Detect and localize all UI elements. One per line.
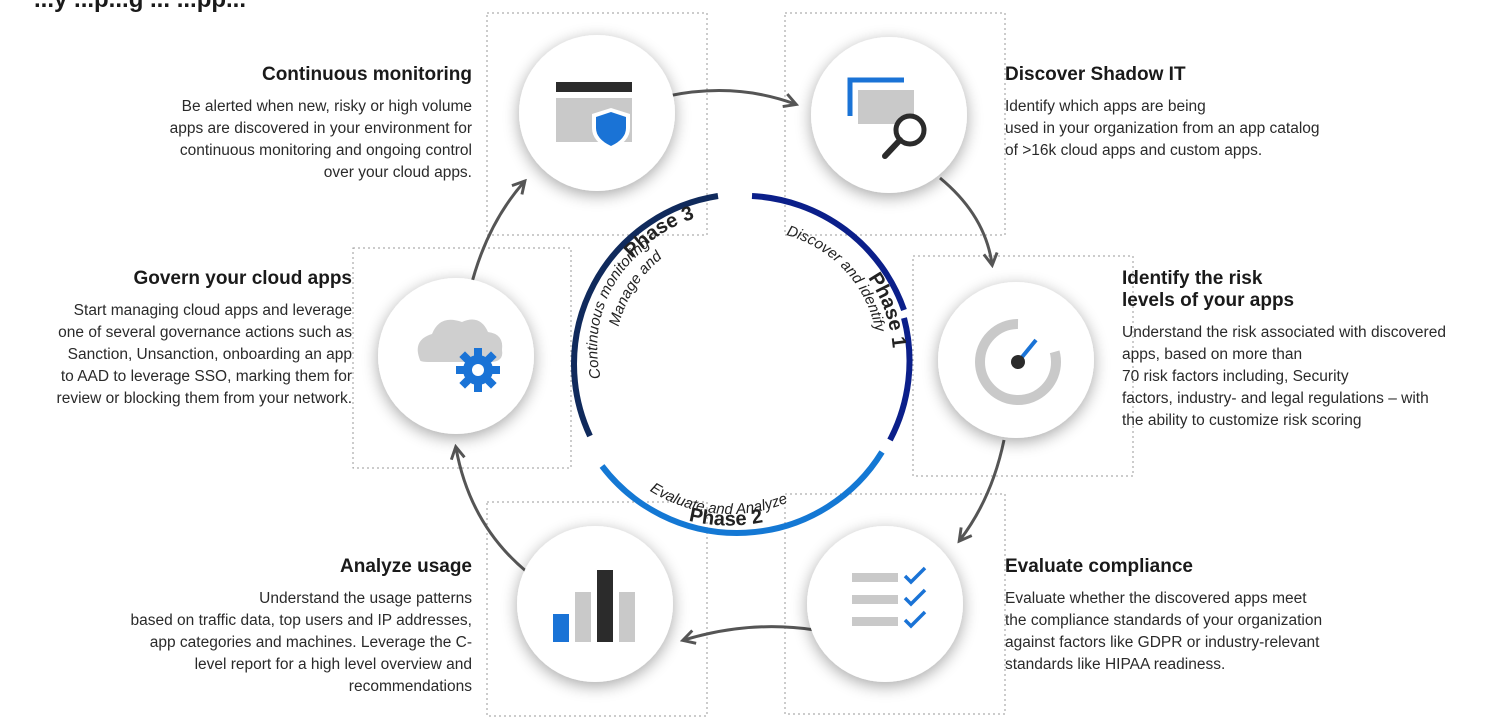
magnifier-windows-icon xyxy=(847,77,927,159)
arrow-continuous-to-discover xyxy=(667,89,795,104)
step-govern-cloud-apps: Govern your cloud apps Start managing cl… xyxy=(0,268,352,410)
step-description: Understand the risk associated with disc… xyxy=(1122,324,1446,429)
phase-arcs xyxy=(571,193,913,536)
step-title: Identify the risk levels of your apps xyxy=(1122,268,1295,311)
step-description: Evaluate whether the discovered apps mee… xyxy=(1005,590,1323,673)
page-title-partial: ...y ...p...g ... ...pp... xyxy=(34,0,246,14)
step-description: Be alerted when new, risky or high volum… xyxy=(169,98,472,181)
step-title: Discover Shadow IT xyxy=(1005,64,1186,85)
step-title: Evaluate compliance xyxy=(1005,556,1193,577)
frame-risk xyxy=(912,255,1134,477)
step-description: Understand the usage patterns based on t… xyxy=(130,590,472,695)
step-identify-risk: Identify the risk levels of your apps Un… xyxy=(1122,268,1502,432)
step-analyze-usage: Analyze usage Understand the usage patte… xyxy=(62,556,472,698)
cycle-arrows xyxy=(456,89,1006,640)
phase2-arc xyxy=(599,450,885,536)
bar-chart-icon xyxy=(553,570,635,642)
circle-analyze xyxy=(517,526,673,682)
gauge-icon xyxy=(975,318,1061,405)
window-shield-icon xyxy=(556,82,632,150)
frame-analyze xyxy=(486,501,708,717)
arrow-analyze-to-govern xyxy=(456,448,528,574)
frame-continuous xyxy=(486,12,708,236)
phase1-arc-a xyxy=(751,193,907,311)
arrow-govern-to-continuous xyxy=(468,182,524,291)
phase3-arc xyxy=(571,193,719,438)
checklist-icon xyxy=(852,566,927,629)
step-discover-shadow-it: Discover Shadow IT Identify which apps a… xyxy=(1005,64,1385,162)
step-description: Start managing cloud apps and leverage o… xyxy=(56,302,352,407)
frame-compliance xyxy=(784,493,1006,715)
phase1-arc-b xyxy=(887,317,913,442)
step-title: Analyze usage xyxy=(340,556,472,577)
frame-discover xyxy=(784,12,1006,236)
cloud-gear-icon xyxy=(417,319,503,392)
step-evaluate-compliance: Evaluate compliance Evaluate whether the… xyxy=(1005,556,1385,676)
step-continuous-monitoring: Continuous monitoring Be alerted when ne… xyxy=(100,64,472,184)
arrow-compliance-to-analyze xyxy=(684,625,816,640)
step-title: Govern your cloud apps xyxy=(133,268,352,289)
step-title: Continuous monitoring xyxy=(261,64,472,85)
step-description: Identify which apps are being used in yo… xyxy=(1005,98,1320,159)
arrow-risk-to-compliance xyxy=(960,439,1006,540)
arrow-discover-to-risk xyxy=(939,176,992,264)
